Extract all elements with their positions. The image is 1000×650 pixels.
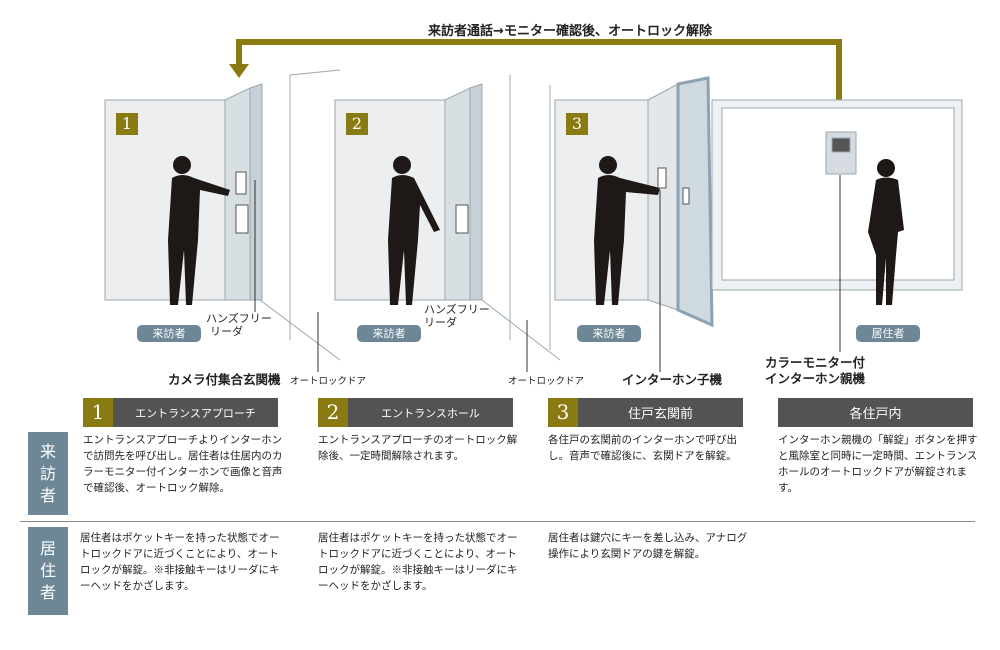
visitor-pill-3: 来訪者 <box>577 325 641 342</box>
visitor-silhouettes <box>168 156 904 305</box>
step-badge-3: 3 <box>566 113 588 135</box>
person-icon <box>388 156 440 305</box>
visitor-pill-1: 来訪者 <box>137 325 201 342</box>
visitor-desc-4: インターホン親機の「解錠」ボタンを押すと風除室と同時に一定時間、エントランスホー… <box>778 434 978 494</box>
row-label-visitor: 来訪者 <box>28 432 68 515</box>
step-badge-2: 2 <box>346 113 368 135</box>
column-header-3: 3 住戸玄関前 <box>548 398 743 427</box>
column-header-1: 1 エントランスアプローチ <box>83 398 278 427</box>
panels <box>235 167 690 234</box>
resident-pill: 居住者 <box>856 325 920 342</box>
intercom-sub-label: インターホン子機 <box>622 372 723 387</box>
row-label-resident: 居住者 <box>28 527 68 615</box>
flow-arrow <box>229 39 842 105</box>
visitor-desc-1: エントランスアプローチよりインターホンで訪問先を呼び出し。居住者は住居内のカラー… <box>83 434 283 494</box>
person-icon <box>168 156 230 305</box>
autolock-door-label-1: オートロックドア <box>290 376 367 387</box>
step-number: 3 <box>548 398 578 427</box>
visitor-desc-2: エントランスアプローチのオートロック解除後、一定時間解除されます。 <box>318 434 518 462</box>
column-header-2: 2 エントランスホール <box>318 398 513 427</box>
flow-label: 来訪者通話→モニター確認後、オートロック解除 <box>428 24 712 39</box>
step-number: 2 <box>318 398 348 427</box>
column-header-4: 各住戸内 <box>778 398 973 427</box>
column-title: 住戸玄関前 <box>627 407 693 422</box>
person-icon <box>594 156 660 305</box>
column-title: エントランスホール <box>381 406 480 420</box>
row-divider <box>20 521 975 522</box>
visitor-pill-2: 来訪者 <box>357 325 421 342</box>
camera-panel-label: カメラ付集合玄関機 <box>168 372 281 387</box>
step-badge-1: 1 <box>116 113 138 135</box>
resident-desc-1: 居住者はポケットキーを持った状態でオートロックドアに近づくことにより、オートロッ… <box>80 532 280 592</box>
autolock-door-label-2: オートロックドア <box>508 376 585 387</box>
resident-desc-2: 居住者はポケットキーを持った状態でオートロックドアに近づくことにより、オートロッ… <box>318 532 518 592</box>
handsfree-reader-label-2: ハンズフリーリーダ <box>424 303 490 329</box>
handsfree-reader-label-1: ハンズフリーリーダ <box>206 312 272 338</box>
room-resident <box>711 99 963 291</box>
scene-illustration <box>104 39 963 372</box>
column-title: エントランスアプローチ <box>135 406 256 420</box>
step-number: 1 <box>83 398 113 427</box>
monitor-intercom-label: カラーモニター付インターホン親機 <box>765 355 866 386</box>
resident-desc-3: 居住者は鍵穴にキーを差し込み、アナログ操作により玄関ドアの鍵を解錠。 <box>548 532 748 560</box>
leader-lines <box>254 175 841 372</box>
column-title: 各住戸内 <box>849 407 902 422</box>
visitor-desc-3: 各住戸の玄関前のインターホンで呼び出し。音声で確認後に、玄関ドアを解錠。 <box>548 434 737 462</box>
person-icon <box>868 159 904 305</box>
